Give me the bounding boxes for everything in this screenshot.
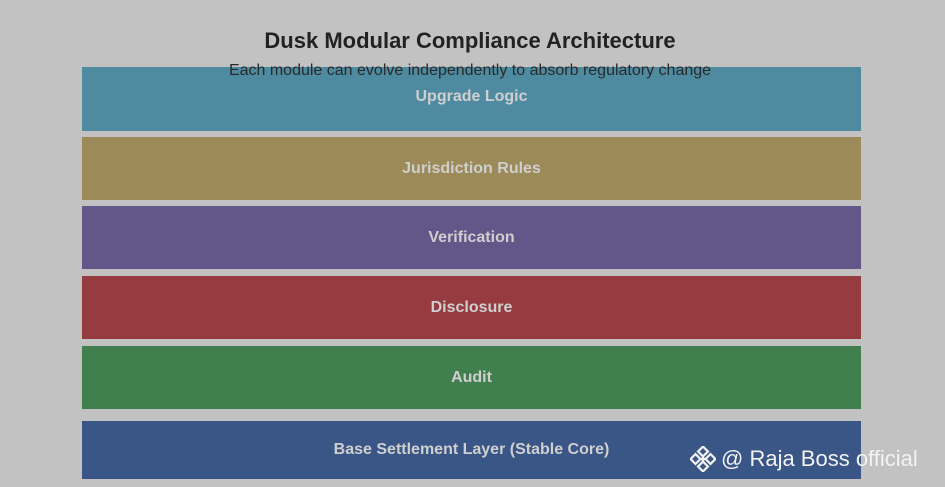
layer-jurisdiction-rules: Jurisdiction Rules [82, 137, 861, 200]
watermark-text: @ Raja Boss official [721, 446, 918, 471]
layer-label: Base Settlement Layer (Stable Core) [333, 441, 610, 458]
diagram-title: Dusk Modular Compliance Architecture [264, 28, 676, 53]
layer-upgrade-logic: Upgrade Logic [82, 67, 861, 131]
layer-label: Verification [428, 228, 515, 246]
layer-verification: Verification [82, 206, 861, 269]
watermark: @ Raja Boss official [690, 446, 918, 472]
diagram-subtitle: Each module can evolve independently to … [228, 62, 712, 79]
layer-label: Audit [451, 368, 492, 386]
layer-disclosure: Disclosure [82, 276, 861, 339]
layer-base-settlement: Base Settlement Layer (Stable Core) [82, 421, 861, 479]
layer-label: Disclosure [430, 298, 513, 316]
layer-label: Upgrade Logic [415, 88, 528, 105]
layer-label: Jurisdiction Rules [402, 159, 541, 177]
layer-audit: Audit [82, 346, 861, 409]
binance-logo-icon [690, 446, 716, 472]
